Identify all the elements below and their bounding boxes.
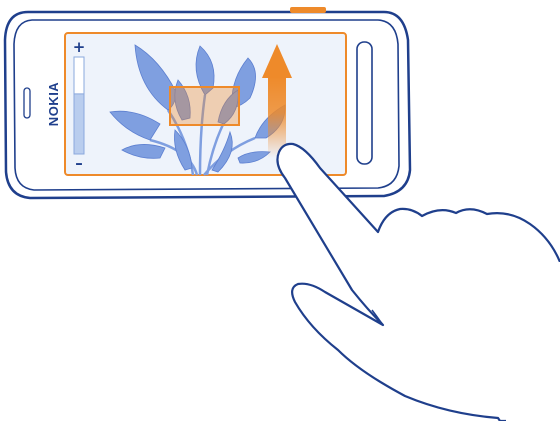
zoom-focus-box[interactable] bbox=[170, 87, 239, 125]
hand-edge-mask bbox=[506, 262, 560, 421]
zoom-out-label[interactable]: – bbox=[75, 154, 83, 172]
zoom-in-label[interactable]: + bbox=[73, 38, 86, 56]
zoom-slider[interactable]: + – bbox=[73, 38, 86, 172]
camera-key[interactable] bbox=[290, 7, 326, 13]
zoom-level-fill bbox=[74, 94, 84, 154]
hand-gesture bbox=[277, 144, 560, 421]
brand-logo: NOKIA bbox=[46, 82, 61, 127]
